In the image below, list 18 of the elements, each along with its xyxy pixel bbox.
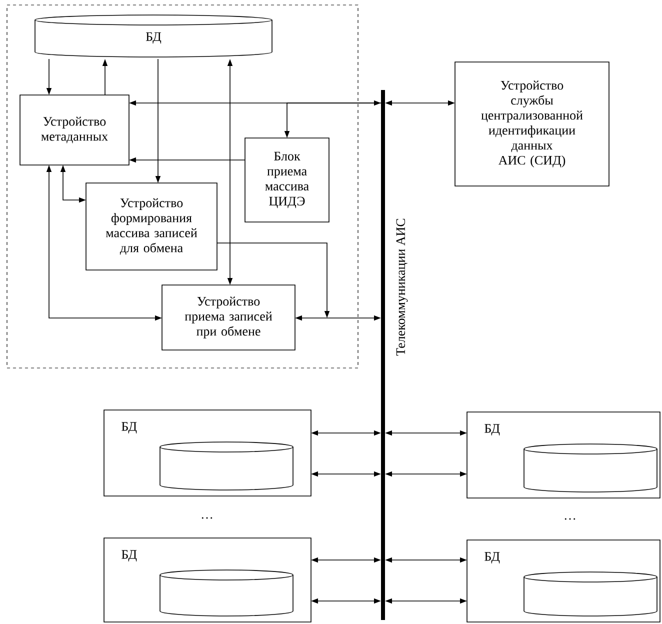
ellipsis: … bbox=[564, 518, 576, 520]
process-box: Устройство формирования массива записей для обмена bbox=[86, 182, 218, 270]
bus-label: Телекоммуникации АИС bbox=[396, 218, 408, 356]
database-box: БД bbox=[466, 412, 660, 498]
process-box: Устройство приема записей при обмене bbox=[162, 284, 296, 350]
database-cylinder bbox=[524, 444, 658, 492]
database-cylinder bbox=[524, 572, 658, 616]
database-cylinder: БД bbox=[34, 14, 272, 58]
database-box: БД bbox=[104, 538, 312, 622]
database-box: БД bbox=[104, 410, 312, 496]
dashed-frame bbox=[6, 4, 358, 368]
process-box: Блок приема массива ЦИДЭ bbox=[244, 138, 330, 222]
ellipsis: … bbox=[202, 517, 212, 519]
database-cylinder bbox=[160, 442, 294, 490]
database-box: БД bbox=[466, 540, 660, 622]
database-cylinder bbox=[160, 570, 294, 616]
process-box: Устройство метаданных bbox=[20, 94, 130, 166]
process-box: Устройство службы централизованной идентификации данных АИС (СИД) bbox=[454, 62, 610, 186]
